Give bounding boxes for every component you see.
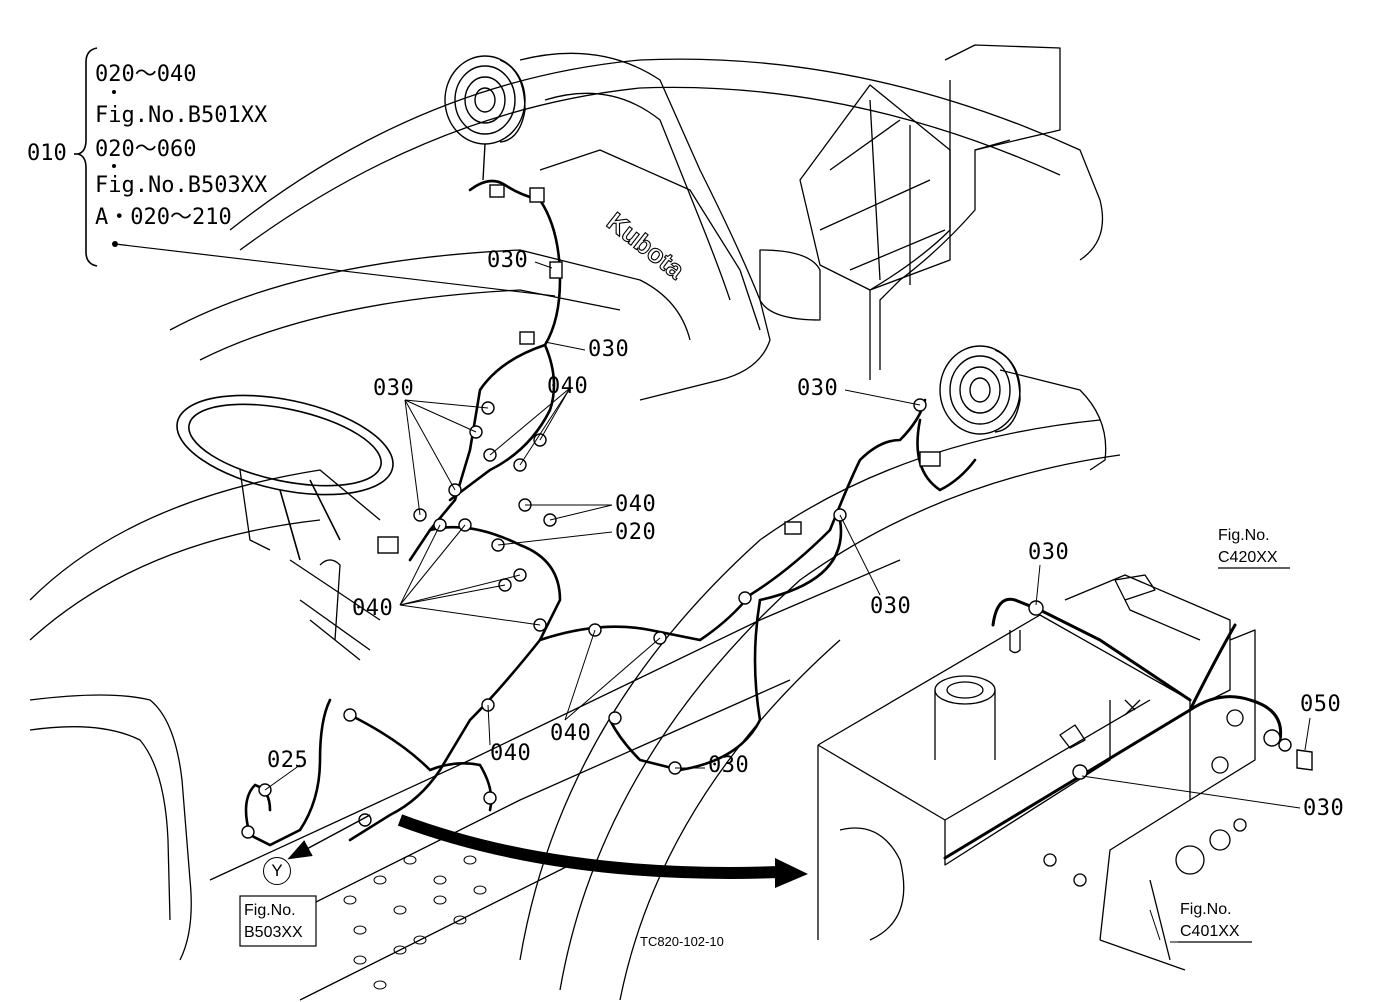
fig-b503-box (239, 895, 317, 947)
header-line-3: 020～060 (95, 137, 197, 162)
callout-030: 030 (588, 337, 630, 362)
callout-020: 020 (615, 520, 657, 545)
callout-040: 040 (547, 374, 589, 399)
fig-ref-c401-label: Fig.No. (1180, 901, 1232, 918)
wiring-harness (244, 179, 977, 847)
header-line-4: Fig.No.B503XX (95, 173, 268, 198)
work-lamp-right (939, 345, 1021, 435)
fig-ref-c401-code: C401XX (1180, 923, 1240, 940)
callout-040: 040 (490, 741, 532, 766)
view-y-arrow (287, 814, 371, 860)
callout-040: 040 (550, 721, 592, 746)
callout-030: 030 (870, 594, 912, 619)
drawing-code: TC820-102-10 (640, 934, 724, 949)
header-line-5: A・020～210 (95, 205, 232, 230)
steering-wheel (176, 394, 394, 561)
leader-lines (264, 261, 921, 791)
header-line-2: Fig.No.B501XX (95, 103, 268, 128)
callout-030: 030 (1303, 796, 1345, 821)
detail-arrow (397, 814, 781, 879)
tractor-body (29, 44, 1121, 1001)
callout-040: 040 (615, 492, 657, 517)
callout-040: 040 (352, 596, 394, 621)
callout-030: 030 (373, 376, 415, 401)
view-y-marker: Y (263, 857, 291, 885)
callout-030: 030 (487, 248, 529, 273)
fig-ref-b503-label: Fig.No. (244, 902, 296, 919)
callout-030: 030 (1028, 540, 1070, 565)
callout-030: 030 (708, 753, 750, 778)
main-ref-number: 010 (27, 141, 67, 166)
header-line-1: 020～040 (95, 62, 197, 87)
detail-arrow-head (775, 858, 808, 888)
leader-010 (114, 243, 556, 297)
detail-clamps (1028, 600, 1313, 780)
header-bracket (74, 47, 98, 267)
fig-ref-b503-code: B503XX (244, 924, 303, 941)
floor-holes (343, 855, 487, 990)
callout-025: 025 (267, 748, 309, 773)
work-lamp-left (444, 55, 526, 181)
fig-ref-c420-code: C420XX (1218, 549, 1278, 566)
fig-ref-c420-label: Fig.No. (1218, 527, 1270, 544)
callout-050: 050 (1300, 692, 1342, 717)
callout-030: 030 (797, 376, 839, 401)
detail-view (817, 574, 1256, 971)
